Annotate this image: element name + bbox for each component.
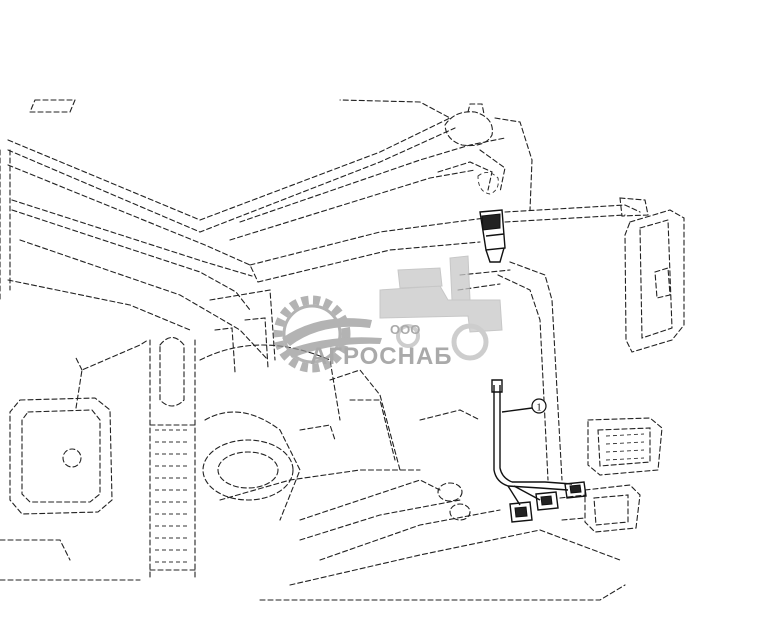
hood: [0, 369, 626, 601]
cab-roof: [0, 99, 506, 361]
wiring-harness: [491, 379, 587, 523]
work-light-upper: [587, 417, 663, 476]
gear-icon: [273, 295, 382, 373]
callout-1-label: 1: [536, 402, 542, 414]
side-mirror: [504, 197, 685, 353]
harvester-icon: [379, 255, 503, 361]
watermark-company-form: ООО: [390, 322, 420, 337]
cab-pillar: [457, 261, 563, 481]
beacon-mount: [437, 103, 533, 211]
cab-connector: [479, 209, 506, 263]
agrosnab-watermark: ООО АГРОСНАБ: [273, 255, 503, 373]
work-light-lower: [559, 484, 641, 533]
callout-1: 1: [501, 398, 547, 414]
left-mirror: [9, 339, 149, 515]
watermark-company-name: АГРОСНАБ: [310, 343, 453, 370]
steering-column: [149, 336, 196, 581]
